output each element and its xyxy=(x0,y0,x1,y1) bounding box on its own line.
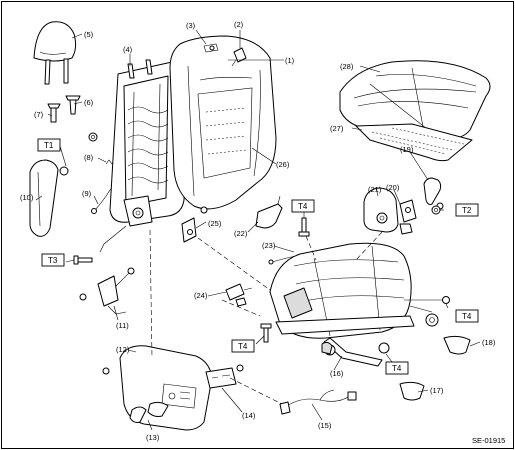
torque-tag-t3: T3 xyxy=(41,253,65,267)
torque-tag-t1-label: T1 xyxy=(44,141,54,150)
leader-lines xyxy=(35,29,481,431)
callout-labels: (1) (2) (3) (4) (5) (6) (7) (8) (9) (10)… xyxy=(20,20,496,442)
bolt-near-t1 xyxy=(88,132,98,142)
bolt-t3 xyxy=(73,255,93,265)
callout-1: (1) xyxy=(285,56,295,65)
seatback-cover xyxy=(169,35,277,210)
trim-cover-17 xyxy=(399,381,425,401)
lever-knob xyxy=(423,177,444,210)
callout-19: (19) xyxy=(400,145,414,154)
callout-9: (9) xyxy=(82,189,92,198)
callout-12: (12) xyxy=(116,345,130,354)
cushion-pad xyxy=(339,60,491,139)
callout-13: (13) xyxy=(146,433,160,442)
callout-10: (10) xyxy=(20,193,34,202)
callout-2: (2) xyxy=(234,20,244,29)
torque-tag-t4-right-label: T4 xyxy=(462,312,472,321)
side-bracket xyxy=(363,187,417,235)
torque-tag-t4-lower: T4 xyxy=(231,339,255,353)
callout-23: (23) xyxy=(262,241,276,250)
torque-tag-t4-right: T4 xyxy=(455,309,479,323)
bracket-22 xyxy=(255,195,283,229)
callout-11: (11) xyxy=(116,321,129,330)
callout-3: (3) xyxy=(186,21,196,30)
callout-4: (4) xyxy=(123,45,133,54)
callout-21: (21) xyxy=(368,185,382,194)
cushion-heater xyxy=(355,123,473,162)
phantom-lines xyxy=(149,229,383,405)
callout-25: (25) xyxy=(208,219,222,228)
torque-tag-t4-bottom-label: T4 xyxy=(392,364,402,373)
torque-tag-t4-upper: T4 xyxy=(291,199,315,213)
bolt-t4-right xyxy=(442,296,450,304)
callout-20: (20) xyxy=(386,183,400,192)
trim-cover-18 xyxy=(443,335,471,355)
torque-tag-t1: T1 xyxy=(37,138,61,152)
grommet xyxy=(321,341,333,355)
bolt-t2 xyxy=(431,205,441,215)
torque-tag-t2: T2 xyxy=(455,203,479,217)
torque-tag-t4-lower-label: T4 xyxy=(238,342,248,351)
callout-18: (18) xyxy=(482,338,496,347)
callout-22: (22) xyxy=(234,229,248,238)
tag-clip xyxy=(231,47,247,67)
bolt-t4-lower xyxy=(260,323,272,343)
callout-28: (28) xyxy=(340,62,354,71)
callout-8: (8) xyxy=(84,153,94,162)
bolt-t4-upper xyxy=(298,217,310,237)
wire-harness xyxy=(279,389,357,415)
callout-17: (17) xyxy=(430,386,444,395)
reference-code: SE-01915 xyxy=(472,436,505,445)
callout-24: (24) xyxy=(194,291,208,300)
torque-tag-t2-label: T2 xyxy=(462,206,472,215)
torque-tag-t4-bottom: T4 xyxy=(385,361,409,375)
bracket-25 xyxy=(181,206,208,243)
callout-5: (5) xyxy=(84,30,94,39)
side-cover-12 xyxy=(102,345,213,431)
side-trim-cover xyxy=(29,159,69,237)
callout-15: (15) xyxy=(318,421,332,430)
callout-7: (7) xyxy=(34,110,44,119)
headrest xyxy=(33,21,77,85)
headrest-guides xyxy=(47,95,81,123)
callout-16: (16) xyxy=(330,369,344,378)
harness-bracket xyxy=(79,267,135,315)
seat-cushion-assembly xyxy=(269,242,446,367)
callout-27: (27) xyxy=(330,124,344,133)
switch-module xyxy=(205,364,244,389)
torque-tag-t4-upper-label: T4 xyxy=(298,202,308,211)
callout-6: (6) xyxy=(84,98,94,107)
callout-26: (26) xyxy=(276,160,290,169)
recliner-hinge xyxy=(99,195,153,253)
small-parts-24 xyxy=(225,283,253,307)
knobs-13 xyxy=(129,401,169,423)
callout-14: (14) xyxy=(242,411,256,420)
torque-tag-t3-label: T3 xyxy=(48,256,58,265)
